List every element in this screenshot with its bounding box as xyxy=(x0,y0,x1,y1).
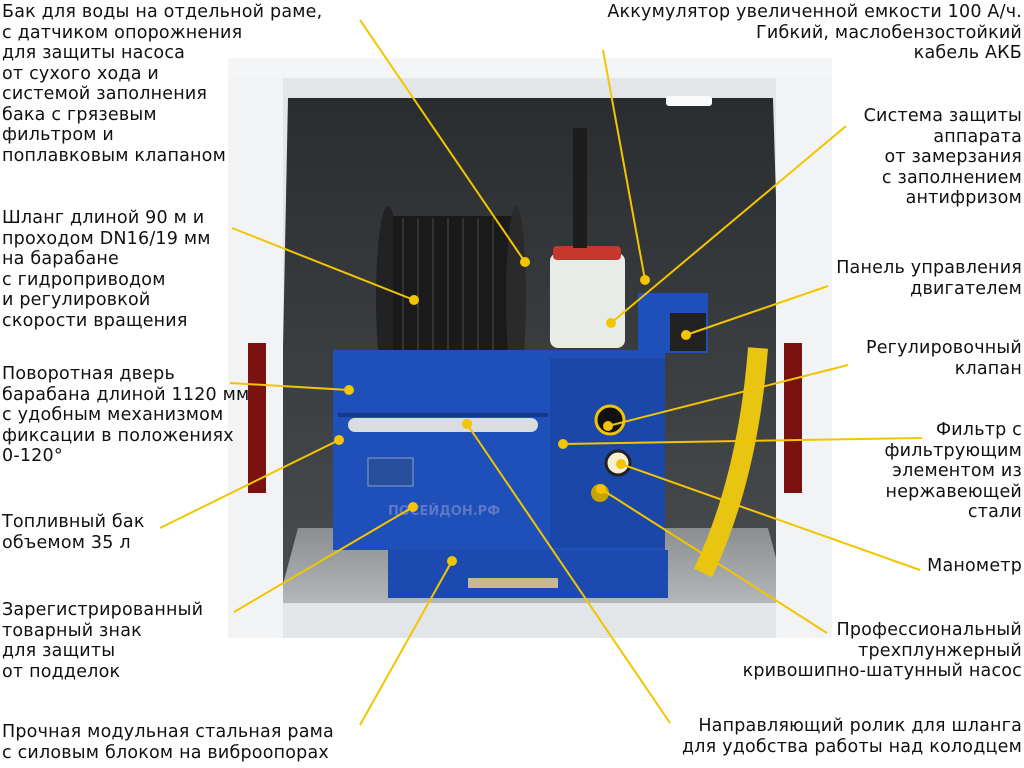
guide-roller xyxy=(348,418,538,432)
label-manometer: Манометр xyxy=(927,556,1022,576)
label-drum-door: Поворотная дверь барабана длиной 1120 мм… xyxy=(2,364,250,466)
label-filter: Фильтр с фильтрующим элементом из нержав… xyxy=(884,420,1022,522)
dot-hose xyxy=(409,295,419,305)
dot-battery xyxy=(640,275,650,285)
machine-housing-right xyxy=(550,358,665,548)
label-battery: Аккумулятор увеличенной емкости 100 А/ч.… xyxy=(607,2,1022,63)
label-pump: Профессиональный трехплунжерный кривошип… xyxy=(742,620,1022,681)
dot-fuel-tank xyxy=(334,435,344,445)
dot-water-tank xyxy=(520,257,530,267)
dot-pump xyxy=(596,484,606,494)
dot-engine-panel xyxy=(681,330,691,340)
fuel-line xyxy=(468,578,558,588)
reel-flange-right xyxy=(506,206,526,390)
label-trademark: Зарегистрированный товарный знак для защ… xyxy=(2,600,204,682)
label-valve: Регулировочный клапан xyxy=(865,338,1022,379)
label-engine-panel: Панель управления двигателем xyxy=(836,258,1022,299)
label-antifreeze: Система защиты аппарата от замерзания с … xyxy=(863,106,1022,208)
dot-antifreeze xyxy=(606,318,616,328)
label-fuel-tank: Топливный бак объемом 35 л xyxy=(2,512,145,553)
van-roof-edge xyxy=(228,58,832,78)
dot-manometer xyxy=(616,459,626,469)
label-frame: Прочная модульная стальная рама с силовы… xyxy=(2,722,334,763)
suction-pipe xyxy=(573,128,587,248)
label-water-tank: Бак для воды на отдельной раме, с датчик… xyxy=(2,2,323,166)
valve-knob xyxy=(594,404,626,436)
left-tail-light xyxy=(248,343,266,493)
dot-trademark xyxy=(408,502,418,512)
dot-roller xyxy=(462,419,472,429)
label-hose: Шланг длиной 90 м и проходом DN16/19 мм … xyxy=(2,208,211,331)
corrugated-hose xyxy=(693,347,768,578)
dot-valve xyxy=(603,421,613,431)
ceiling-light xyxy=(666,96,712,106)
dot-filter xyxy=(558,439,568,449)
label-roller: Направляющий ролик для шланга для удобст… xyxy=(681,716,1022,757)
vacuum-unit-photo: ПОСЕЙДОН.РФ xyxy=(228,58,832,638)
dot-frame xyxy=(447,556,457,566)
dot-drum-door xyxy=(344,385,354,395)
housing-panel-line xyxy=(338,413,548,417)
brand-plate xyxy=(367,457,414,487)
water-tank-lid xyxy=(553,246,621,260)
